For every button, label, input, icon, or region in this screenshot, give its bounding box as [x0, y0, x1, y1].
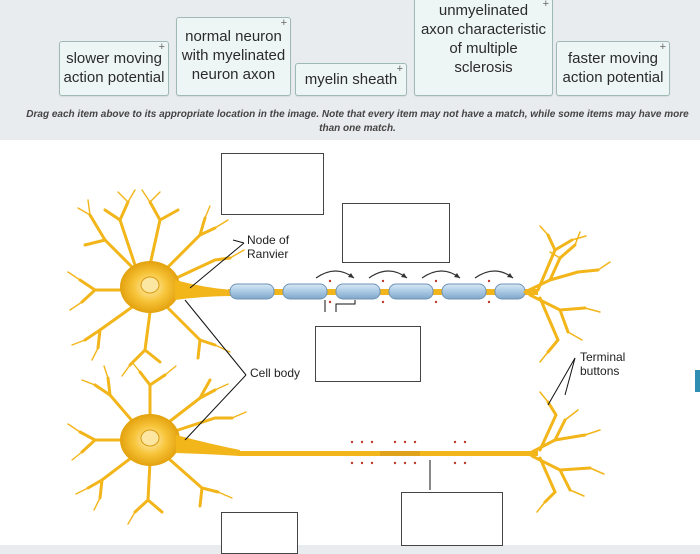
- tile-text-line: action potential: [562, 69, 664, 86]
- saltatory-arrows: [315, 270, 514, 279]
- tile-text-line: neuron axon: [191, 66, 276, 83]
- nucleus: [140, 276, 160, 294]
- label-terminal-buttons: Terminal buttons: [580, 350, 626, 378]
- tile-faster-moving-action-potential[interactable]: + faster moving action potential: [556, 41, 670, 96]
- tile-unmyelinated-axon[interactable]: + unmyelinated axon characteristic of mu…: [414, 0, 553, 96]
- plus-icon: +: [158, 41, 165, 53]
- drop-target-2[interactable]: [342, 203, 450, 263]
- myelin-segments: [229, 283, 526, 300]
- tile-text-line: axon characteristic: [420, 21, 547, 38]
- tile-normal-neuron[interactable]: + normal neuron with myelinated neuron a…: [176, 17, 291, 96]
- tile-text-line: with myelinated: [181, 47, 286, 64]
- instructions: Drag each item above to its appropriate …: [20, 108, 695, 136]
- diagram-area: Node of Ranvier Cell body Terminal butto…: [0, 140, 700, 554]
- leader-lines: [184, 215, 576, 490]
- axon-terminals: [523, 233, 600, 354]
- instructions-line-1: Drag each item above to its appropriate …: [26, 109, 689, 120]
- drop-target-1[interactable]: [221, 153, 324, 215]
- tile-text-line: sclerosis: [454, 59, 513, 76]
- tile-text-line: myelin sheath: [304, 71, 398, 88]
- label-cell-body: Cell body: [250, 366, 301, 380]
- plus-icon: +: [659, 41, 666, 53]
- label-node-of-ranvier: Node of Ranvier: [247, 233, 290, 261]
- unmyelinated-neuron: [67, 361, 605, 525]
- drop-target-4[interactable]: [221, 512, 298, 554]
- axon-terminals: [530, 400, 592, 504]
- dendrites: [78, 370, 234, 514]
- plus-icon: +: [280, 17, 287, 29]
- tile-text-line: normal neuron: [185, 28, 282, 45]
- tile-slower-moving-action-potential[interactable]: + slower moving action potential: [59, 41, 169, 96]
- dendrites: [78, 200, 232, 367]
- tile-text-line: faster moving: [567, 50, 659, 67]
- drop-target-3[interactable]: [315, 326, 421, 382]
- plus-icon: +: [396, 63, 403, 75]
- nucleus: [140, 429, 160, 447]
- neuron-diagram: [67, 189, 611, 525]
- side-tab[interactable]: [695, 370, 700, 392]
- tile-text-line: action potential: [63, 69, 165, 86]
- tile-text-line: unmyelinated: [438, 2, 529, 19]
- tile-text-line: slower moving: [66, 50, 162, 67]
- instructions-line-2: than one match.: [319, 123, 396, 134]
- drop-target-5[interactable]: [401, 492, 503, 546]
- signal-dots: [350, 440, 467, 465]
- tile-myelin-sheath[interactable]: + myelin sheath: [295, 63, 407, 96]
- tile-text-line: of multiple: [449, 40, 518, 57]
- myelinated-neuron: [67, 189, 611, 377]
- plus-icon: +: [542, 0, 549, 10]
